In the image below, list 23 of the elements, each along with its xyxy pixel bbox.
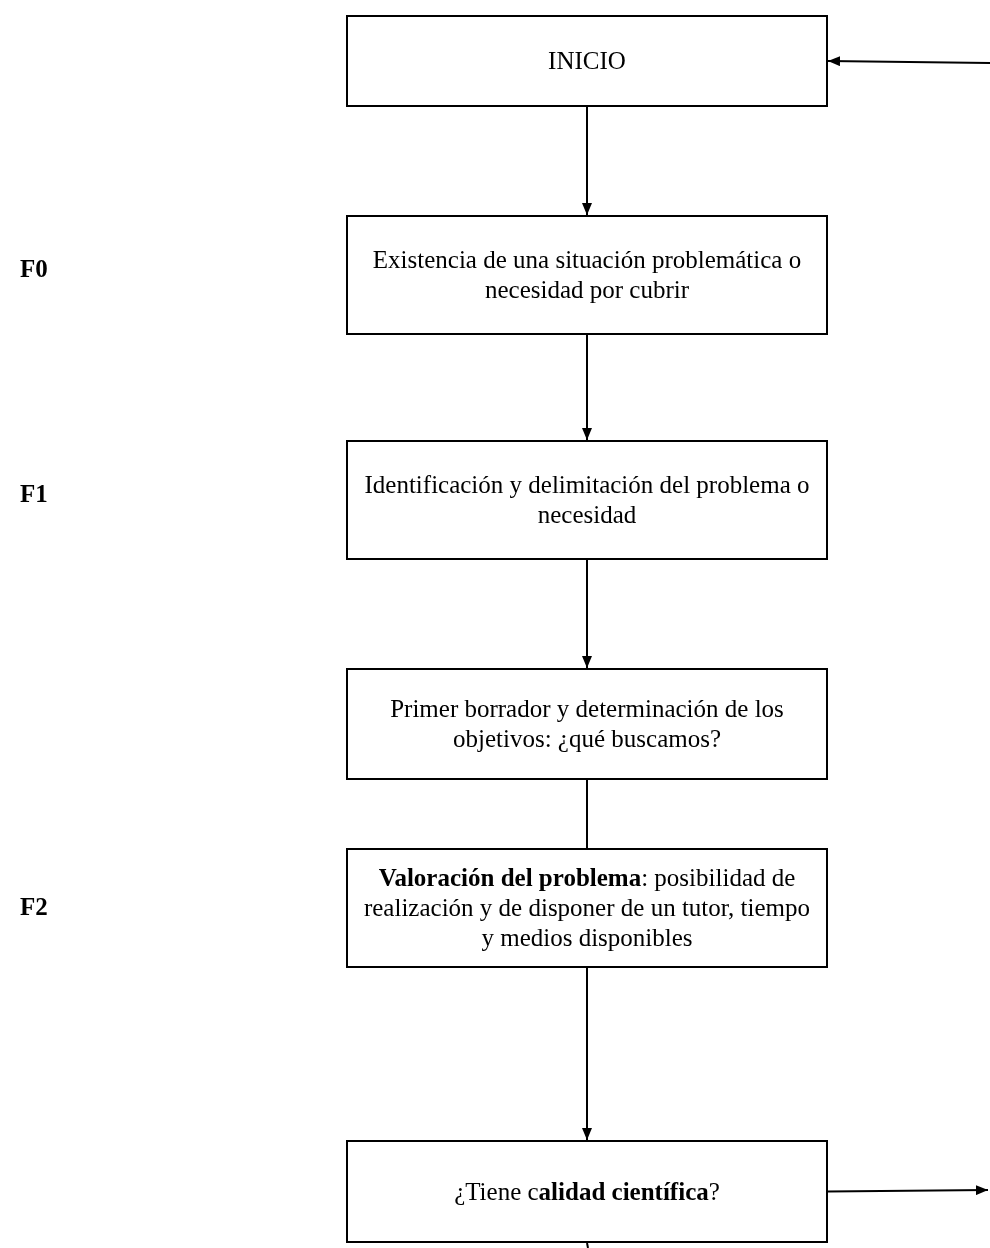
box-text: ¿Tiene calidad científica? bbox=[454, 1176, 720, 1207]
arrow bbox=[582, 334, 592, 441]
process-box bbox=[346, 668, 828, 780]
box-text: Valoración del problema: posibilidad de realización y de disponer de un tutor, tiempo y medios disponibles bbox=[362, 863, 812, 953]
process-box bbox=[346, 215, 828, 335]
process-box bbox=[346, 440, 828, 560]
phase-label: F0 bbox=[20, 255, 48, 283]
phase-label: F2 bbox=[20, 893, 48, 921]
process-box bbox=[346, 15, 828, 107]
box-text: Existencia de una situación problemática o necesidad por cubrir bbox=[371, 245, 803, 305]
phase-label: F1 bbox=[20, 480, 48, 508]
process-box bbox=[346, 848, 828, 968]
arrow bbox=[827, 56, 990, 67]
connector-line bbox=[586, 1242, 589, 1248]
arrow bbox=[827, 1185, 989, 1196]
box-text: Identificación y delimitación del problema o necesidad bbox=[363, 470, 811, 530]
arrow bbox=[582, 967, 592, 1141]
box-text: Primer borrador y determinación de los objetivos: ¿qué buscamos? bbox=[389, 694, 785, 754]
connector-line bbox=[586, 779, 588, 849]
arrow bbox=[582, 106, 592, 216]
process-box bbox=[346, 1140, 828, 1243]
arrow bbox=[582, 559, 592, 669]
box-text: INICIO bbox=[548, 46, 626, 76]
